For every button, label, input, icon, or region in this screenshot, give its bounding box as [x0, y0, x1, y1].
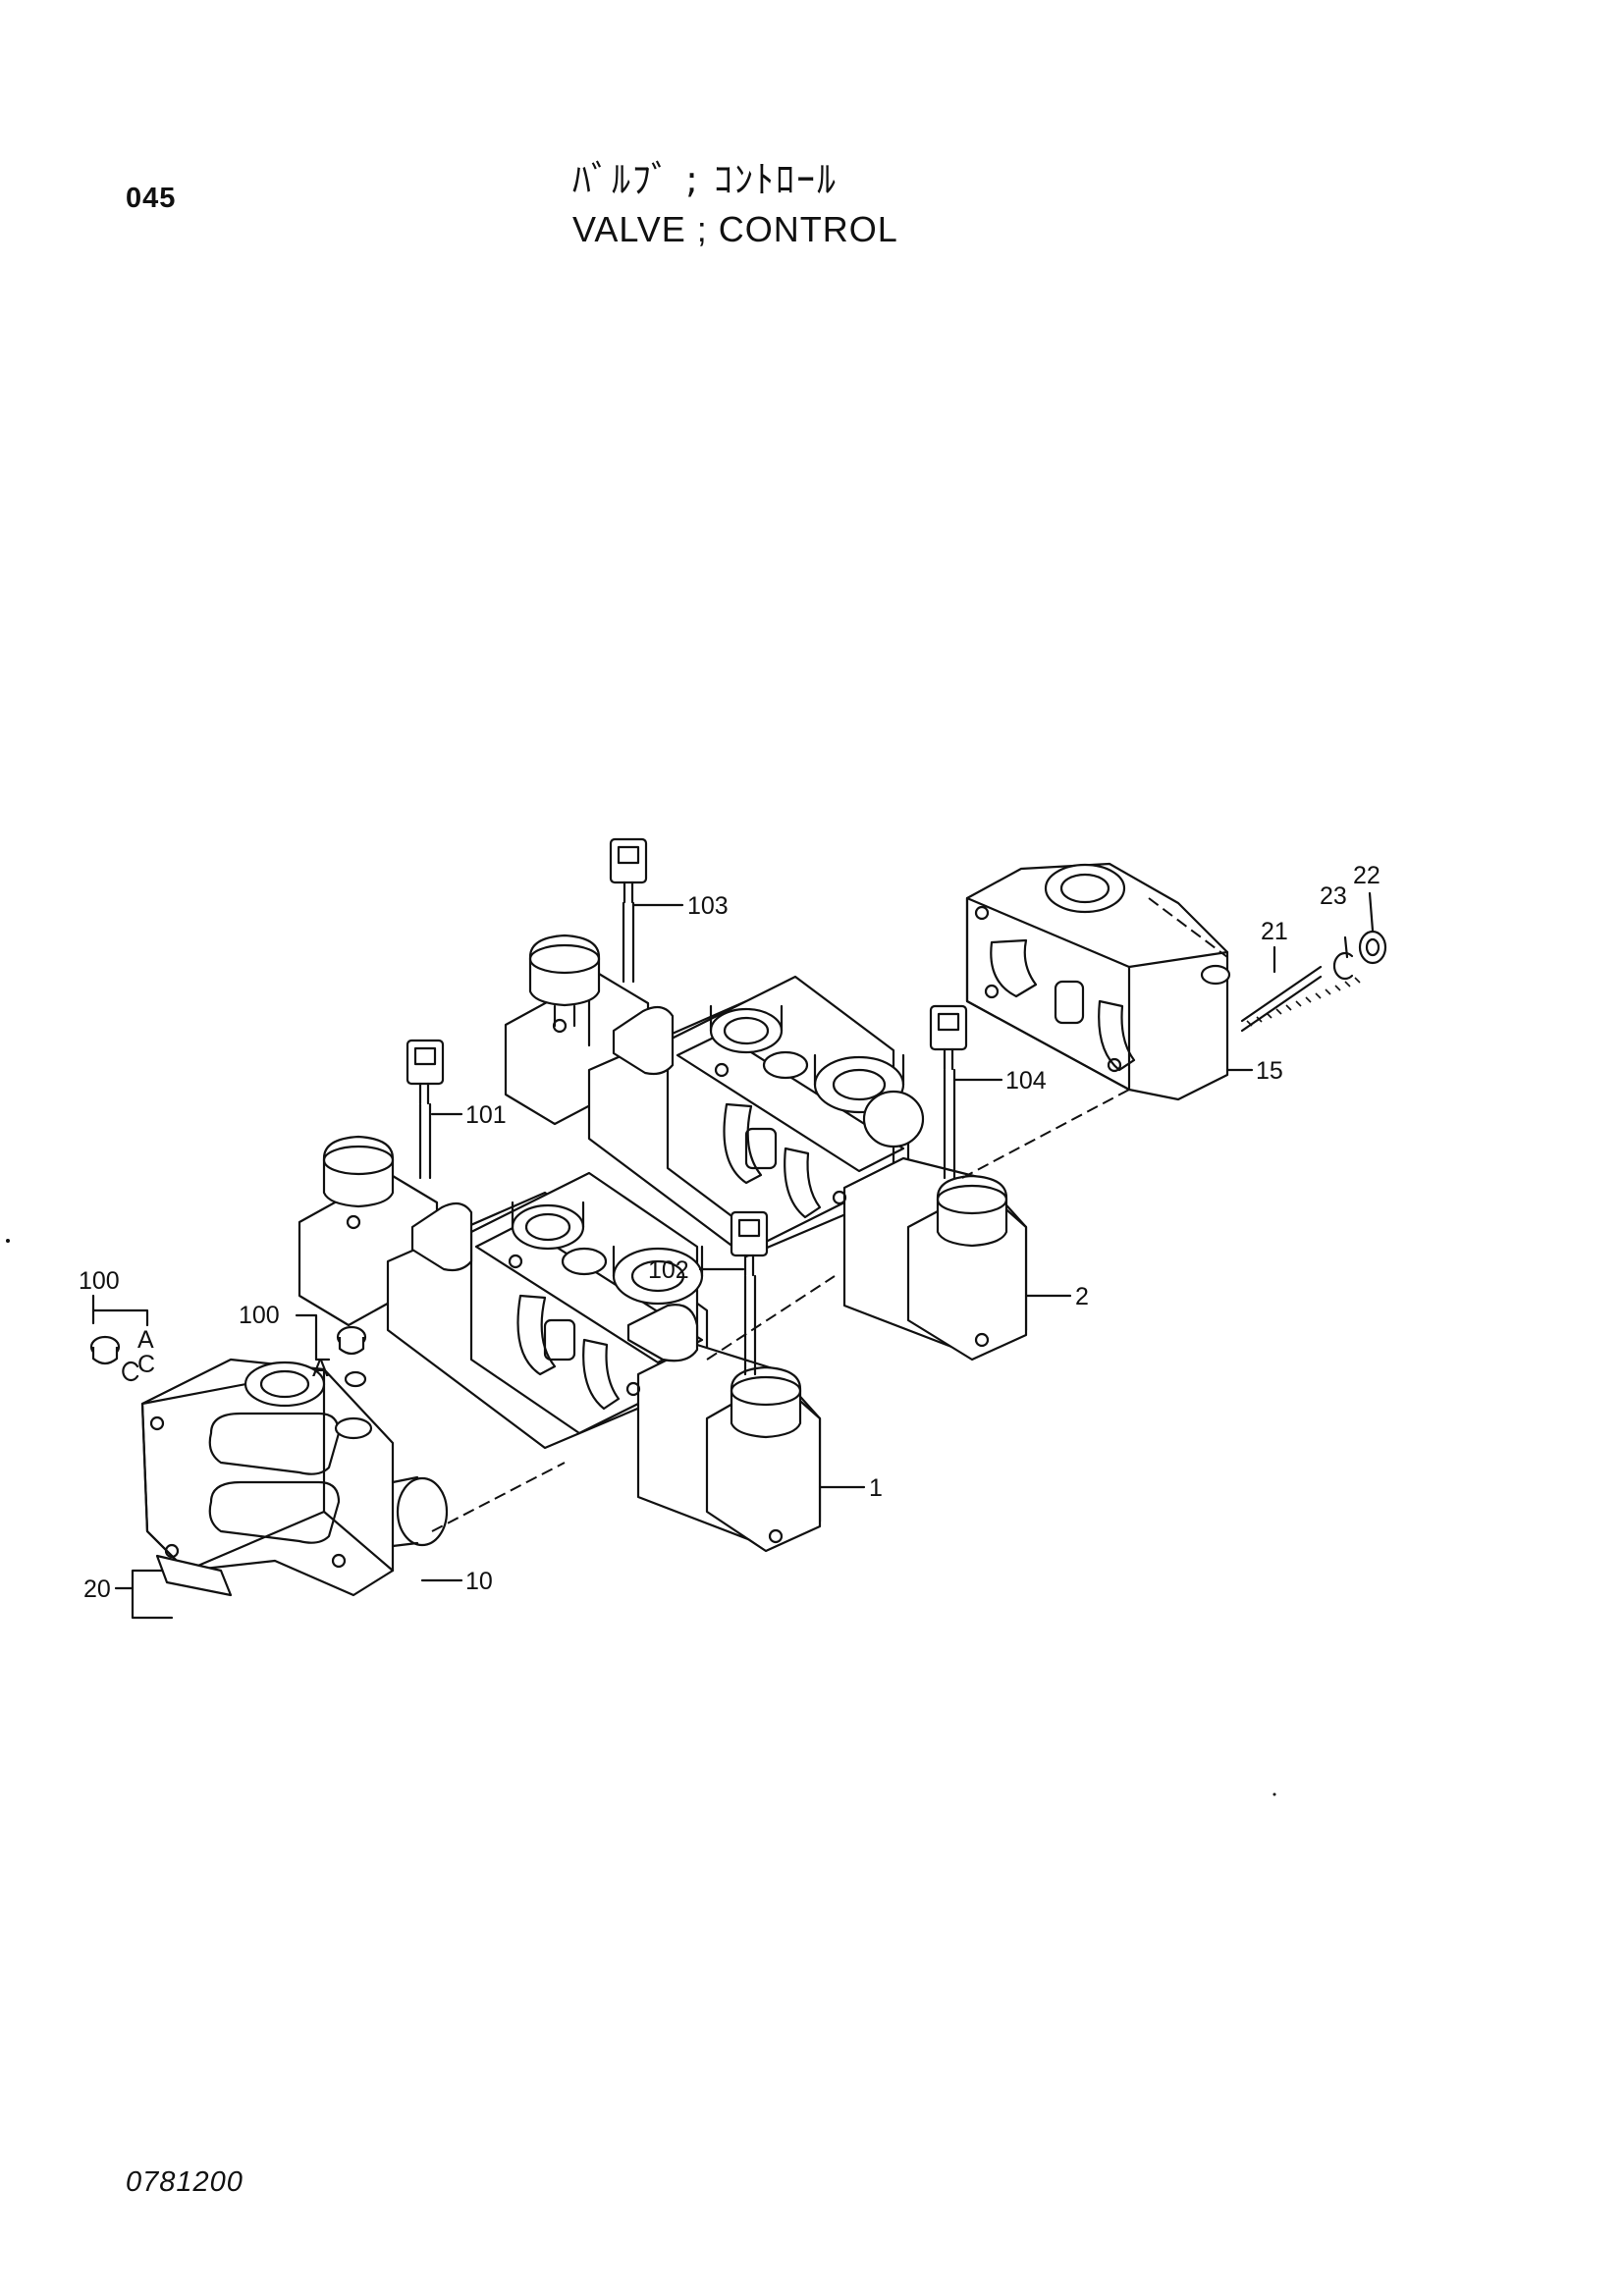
connector-harness-101 [406, 1039, 445, 1180]
tie-bolt-21 [1240, 965, 1361, 1033]
callout-102: 102 [648, 1256, 689, 1284]
valve-inlet-section [140, 1358, 449, 1597]
leader-22 [1368, 891, 1375, 933]
page-title-japanese: ﾊﾞﾙﾌﾞ ; ｺﾝﾄﾛｰﾙ [572, 158, 838, 201]
page-title-english: VALVE ; CONTROL [572, 209, 898, 249]
leader-100-left [91, 1294, 149, 1327]
leader-100-right [295, 1313, 331, 1362]
callout-10: 10 [465, 1568, 493, 1595]
marker-c-left: C [137, 1351, 155, 1378]
callout-103: 103 [687, 892, 729, 920]
assembly-line-outlet [1148, 897, 1228, 958]
drawing-code: 0781200 [126, 2166, 244, 2198]
valve-section-front [298, 1135, 822, 1553]
connector-harness-104 [929, 1004, 968, 1180]
callout-100b: 100 [239, 1302, 280, 1329]
callout-21: 21 [1261, 918, 1288, 945]
page-number: 045 [126, 183, 177, 214]
washer-23 [1332, 951, 1354, 981]
stray-dot-right [1272, 1792, 1276, 1796]
nut-22 [1358, 930, 1387, 965]
connector-harness-103 [609, 837, 648, 984]
leader-20 [114, 1569, 174, 1620]
callout-22: 22 [1353, 862, 1380, 889]
leader-23 [1343, 935, 1349, 959]
callout-104: 104 [1005, 1067, 1047, 1095]
callout-1: 1 [869, 1474, 883, 1502]
valve-outlet-section [965, 862, 1231, 1101]
plug-100-right [336, 1325, 367, 1388]
assembly-line-front [706, 1275, 836, 1361]
connector-harness-102 [730, 1210, 769, 1376]
marker-a-right: A [312, 1355, 329, 1382]
name-plate-20 [155, 1554, 233, 1597]
callout-100a: 100 [79, 1267, 120, 1295]
stray-dot-left [6, 1239, 10, 1243]
marker-a-left: A [137, 1326, 154, 1354]
assembly-line-rear [961, 1089, 1130, 1179]
assembly-line-inlet [431, 1462, 566, 1532]
valve-section-rear [504, 934, 1028, 1362]
title-block: ﾊﾞﾙﾌﾞ ; ｺﾝﾄﾛｰﾙ VALVE ; CONTROL [572, 157, 898, 251]
callout-23: 23 [1320, 882, 1347, 910]
plug-100-left [89, 1335, 139, 1382]
callout-101: 101 [465, 1101, 507, 1129]
callout-20: 20 [83, 1575, 111, 1603]
callout-2: 2 [1075, 1283, 1089, 1310]
callout-15: 15 [1256, 1057, 1283, 1085]
